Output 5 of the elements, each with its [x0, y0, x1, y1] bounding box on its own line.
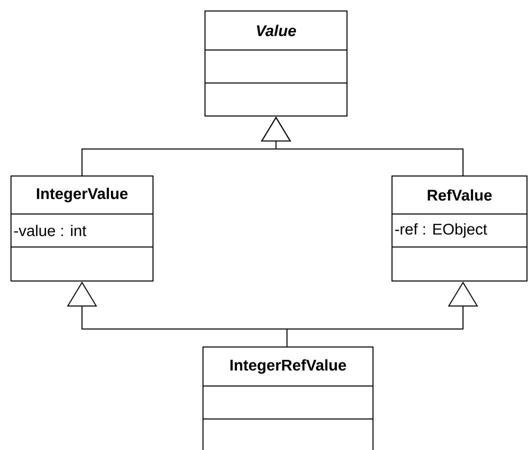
class-box: IntegerValue -value : int — [10, 176, 154, 282]
inheritance-arrow — [260, 116, 464, 176]
class-box: IntegerRefValue — [202, 346, 374, 450]
class-box: RefValue -ref : EObject — [392, 176, 528, 282]
class-box: Value — [204, 10, 348, 116]
